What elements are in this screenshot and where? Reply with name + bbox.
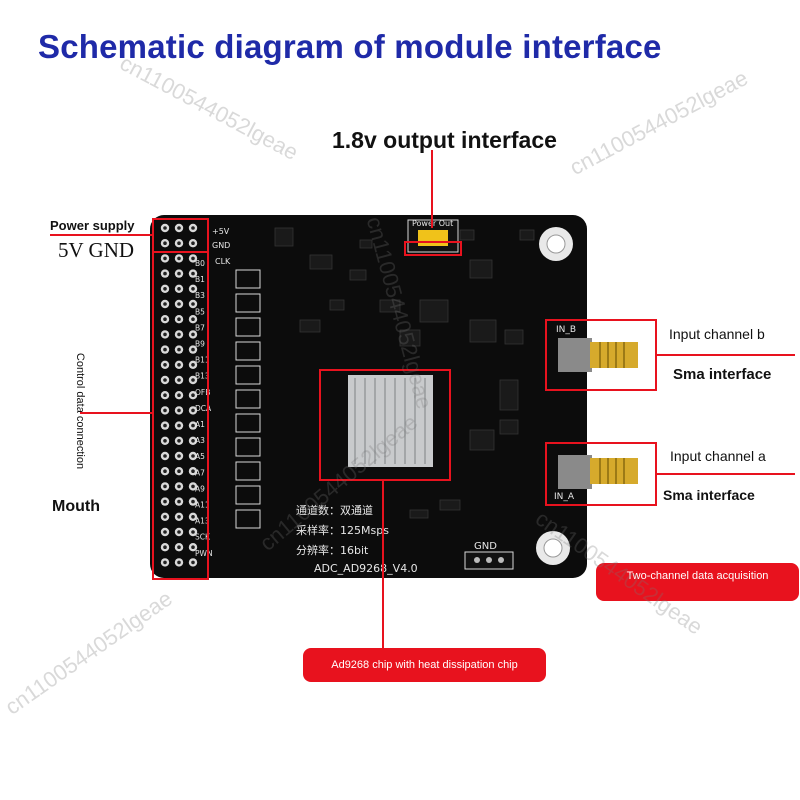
resistor-pack-outline <box>235 461 261 481</box>
pin-label: A13 <box>195 517 210 526</box>
silk-in-a: IN_A <box>554 492 575 502</box>
smd-component <box>399 329 421 347</box>
pin-label: B11 <box>195 356 210 365</box>
pin-label: A9 <box>195 484 205 493</box>
smd-component <box>519 229 535 241</box>
smd-component <box>469 319 497 343</box>
resistor-pack-outline <box>235 413 261 433</box>
resistor-pack-outline <box>235 437 261 457</box>
smd-component <box>439 499 461 511</box>
mount-hole-top <box>539 227 573 261</box>
input-channel-b-label: Input channel b <box>669 326 765 342</box>
silk-resolution: 分辨率：16bit <box>296 543 369 557</box>
pin-label: DCA <box>195 404 212 413</box>
silk-rate: 采样率：125Msps <box>296 523 389 537</box>
control-data-label: Control data connection <box>74 352 86 470</box>
silk-channels: 通道数：双通道 <box>296 503 373 517</box>
clk-text: CLK <box>215 257 231 266</box>
pin-header <box>160 223 198 567</box>
resistor-pack-outline <box>235 269 261 289</box>
smd-component <box>309 254 333 270</box>
pin-label: B3 <box>195 291 205 300</box>
smd-component <box>274 227 294 247</box>
smd-component <box>499 379 519 411</box>
pin-label: SCK <box>195 533 211 542</box>
smd-component <box>329 299 345 311</box>
page-title: Schematic diagram of module interface <box>38 28 662 65</box>
mouth-label: Mouth <box>52 498 100 515</box>
silk-board-name: ADC_AD9268_V4.0 <box>314 562 418 575</box>
pin-gnd-text: GND <box>212 241 230 250</box>
pin-label: OFB <box>195 388 210 397</box>
pin-label: B13 <box>195 372 210 381</box>
smd-component <box>409 509 429 519</box>
pin-label: PWN <box>195 549 213 558</box>
pin-label: B9 <box>195 340 205 349</box>
callout-box-chip <box>319 369 451 481</box>
pin-label: B5 <box>195 307 205 316</box>
resistor-pack-outline <box>235 317 261 337</box>
pin-label: B7 <box>195 323 205 332</box>
pin-label: A3 <box>195 436 205 445</box>
pin-label: A11 <box>195 501 210 510</box>
resistor-pack-outline <box>235 389 261 409</box>
smd-component <box>504 329 524 345</box>
pin-label: A7 <box>195 468 205 477</box>
sma-connector-a <box>558 455 638 489</box>
five-v-gnd-label: 5V GND <box>58 238 135 262</box>
callout-lines <box>50 150 795 648</box>
smd-component <box>459 229 475 241</box>
smd-component <box>349 269 367 281</box>
resistor-pack-outline <box>235 341 261 361</box>
sma-interface-b-label: Sma interface <box>673 366 772 383</box>
output-interface-label: 1.8v output interface <box>332 127 557 153</box>
smd-component <box>419 299 449 323</box>
chip-callout: Ad9268 chip with heat dissipation chip <box>303 648 546 682</box>
smd-component <box>499 419 519 435</box>
smd-component <box>359 239 373 249</box>
smd-component <box>379 299 401 313</box>
two-channel-callout: Two-channel data acquisition <box>596 563 799 601</box>
sma-connector-b <box>558 338 638 372</box>
resistor-pack-outline <box>235 293 261 313</box>
mount-hole-bottom <box>536 531 570 565</box>
pin-5v-text: +5V <box>212 227 230 236</box>
power-out-jumper <box>418 230 448 246</box>
pin-label: B1 <box>195 275 205 284</box>
smd-component <box>469 259 493 279</box>
silk-in-b: IN_B <box>556 325 576 335</box>
sma-interface-a-label: Sma interface <box>663 487 755 503</box>
resistor-pack-outline <box>235 485 261 505</box>
power-supply-label: Power supply <box>50 218 135 233</box>
input-channel-a-label: Input channel a <box>670 448 766 464</box>
smd-component <box>299 319 321 333</box>
pin-label: B0 <box>195 259 205 268</box>
resistor-pack-outline <box>235 365 261 385</box>
pin-label: A5 <box>195 452 205 461</box>
silk-gnd: GND <box>474 541 497 552</box>
heatsink <box>348 375 433 467</box>
resistor-pack-outline <box>235 509 261 529</box>
pin-label: A1 <box>195 420 205 429</box>
smd-component <box>469 429 495 451</box>
